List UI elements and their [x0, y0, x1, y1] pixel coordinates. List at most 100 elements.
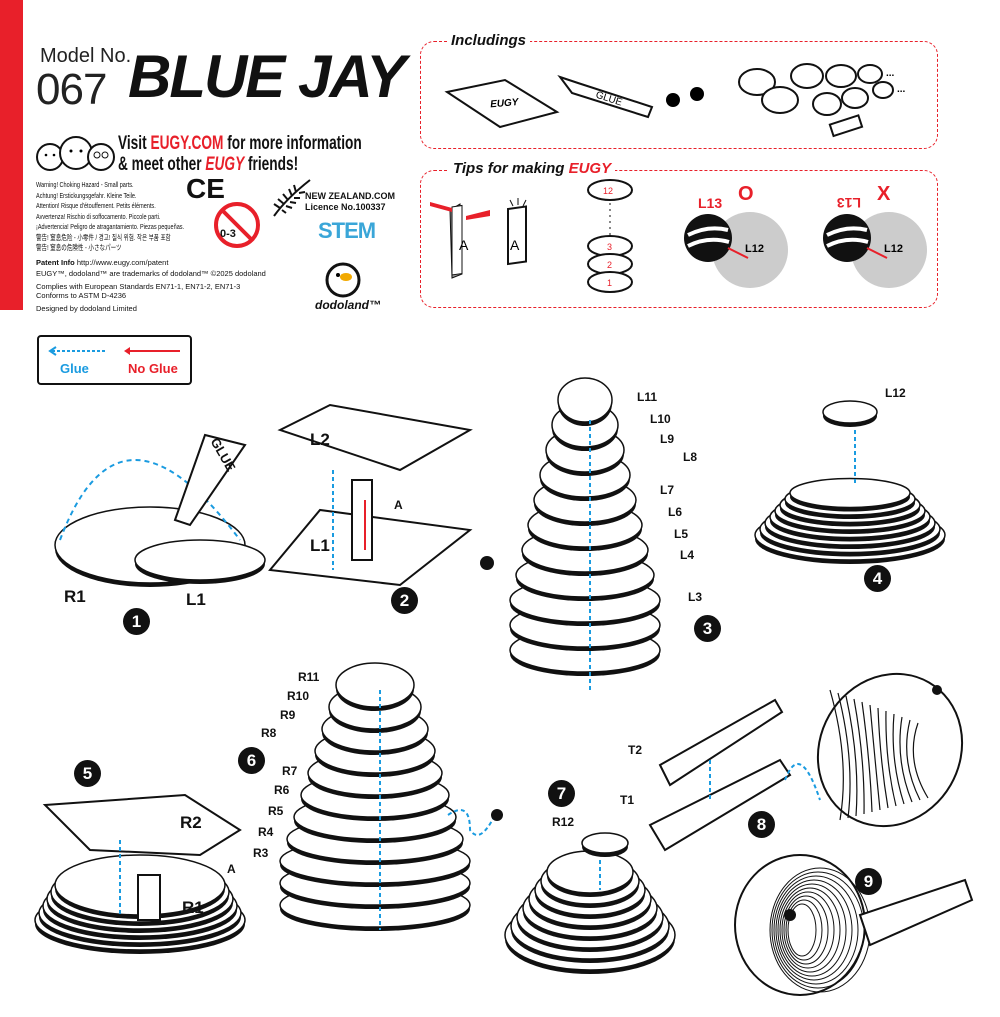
- glue-arrow-icon: [48, 346, 106, 356]
- tail-piece: [858, 878, 974, 947]
- glue-arc: [59, 459, 241, 541]
- step-number-9: 9: [855, 868, 882, 895]
- no-glue-legend-label: No Glue: [128, 361, 178, 376]
- layer-line: [775, 879, 853, 981]
- part-label-a: A: [227, 862, 236, 876]
- age-warning-icon: [214, 202, 260, 248]
- eye-bead: [784, 909, 796, 921]
- svg-text:EUGY: EUGY: [490, 97, 521, 111]
- glue-legend: [37, 335, 192, 385]
- eyes-beads-icon: [666, 87, 704, 107]
- part-label: L3: [688, 590, 703, 604]
- tips-title: Tips for making EUGY: [449, 160, 616, 177]
- glue-guide-line: [784, 763, 821, 801]
- step-number-8: 8: [748, 811, 775, 838]
- part-label: L9: [660, 432, 675, 446]
- layer-piece: [335, 662, 415, 708]
- svg-text:X: X: [877, 183, 891, 205]
- piece-l12: [822, 400, 878, 424]
- svg-text:A: A: [459, 237, 469, 253]
- piece-r2: [42, 793, 242, 857]
- layer-line: [845, 695, 858, 817]
- part-label-r2: R2: [180, 813, 202, 832]
- layer-line: [783, 895, 829, 965]
- layer-line: [785, 899, 823, 961]
- layer-line: [787, 903, 817, 957]
- step-number-4: 4: [864, 565, 891, 592]
- wrong-orientation-icon: L13 X L12: [823, 183, 927, 288]
- layer-line: [829, 689, 844, 821]
- svg-text:L13: L13: [698, 195, 722, 211]
- part-label: L7: [660, 483, 675, 497]
- part-label: R6: [274, 783, 290, 797]
- patent-link[interactable]: http://www.eugy.com/patent: [76, 258, 169, 267]
- step-number-7: 7: [548, 780, 575, 807]
- piece-a: [351, 479, 373, 561]
- layer-line: [885, 710, 897, 807]
- part-label: R10: [287, 689, 310, 703]
- layer-line: [869, 704, 881, 811]
- part-label-r12: R12: [552, 815, 575, 829]
- layer-line: [912, 722, 929, 799]
- blue-jay-body: [816, 672, 964, 828]
- layer-line: [781, 891, 835, 969]
- stem-logo: STEM: [318, 218, 376, 243]
- part-label: R11: [298, 670, 320, 684]
- model-label: Model No.: [40, 45, 132, 67]
- layer-line: [899, 716, 913, 803]
- svg-text:L12: L12: [884, 243, 903, 255]
- eye-bead: [480, 556, 494, 570]
- piece-t2: [658, 698, 784, 787]
- layer-line: [906, 719, 921, 801]
- glue-legend-label: Glue: [60, 361, 89, 376]
- eugy-characters-icon: [36, 136, 115, 171]
- part-label: R7: [282, 764, 298, 778]
- layer-line: [777, 883, 847, 977]
- silver-fern-icon: [273, 179, 311, 217]
- dodoland-logo: dodoland™: [315, 298, 381, 312]
- svg-text:...: ...: [897, 84, 906, 95]
- no-glue-arrow-icon: [124, 347, 180, 355]
- part-label-l12: L12: [885, 386, 906, 400]
- part-label: L5: [674, 527, 689, 541]
- eugy-link[interactable]: EUGY.COM: [150, 133, 224, 154]
- model-number: 067: [36, 65, 107, 114]
- correct-orientation-icon: L13 O L12: [684, 183, 788, 288]
- svg-text:...: ...: [886, 68, 895, 79]
- parts-discs-icon: ......: [738, 63, 906, 138]
- part-label-t1: T1: [620, 793, 635, 807]
- glue-guide-line: [447, 809, 496, 836]
- layer-piece: [557, 377, 613, 423]
- red-side-bar: [0, 0, 23, 310]
- part-label: L6: [668, 505, 683, 519]
- part-label-t2: T2: [628, 743, 643, 757]
- svg-text:12: 12: [603, 186, 613, 196]
- part-label: R9: [280, 708, 296, 722]
- layer-line: [853, 698, 865, 815]
- part-label: L10: [650, 412, 671, 426]
- ce-mark: CE: [186, 173, 225, 204]
- layer-line: [892, 713, 905, 805]
- piece-l1: [134, 539, 266, 581]
- svg-text:A: A: [510, 237, 520, 253]
- part-label-l2: L2: [310, 430, 330, 449]
- layer-line: [877, 707, 889, 809]
- svg-text:L12: L12: [745, 243, 764, 255]
- glue-pen-icon: [173, 433, 247, 527]
- part-label: L4: [680, 548, 695, 562]
- layer-line: [861, 701, 873, 813]
- eugy-logo: EUGY: [205, 154, 245, 175]
- part-label-r1: R1: [64, 587, 86, 606]
- step-number-6: 6: [238, 747, 265, 774]
- dodo-logo-icon: [325, 262, 361, 298]
- instruction-booklet-icon: EUGY: [444, 78, 560, 129]
- piece-r12: [581, 832, 629, 854]
- step-number-1: 1: [123, 608, 150, 635]
- part-label-l1: L1: [186, 590, 206, 609]
- age-label: 0-3: [220, 228, 236, 240]
- part-label: R8: [261, 726, 277, 740]
- layer-line: [779, 887, 841, 973]
